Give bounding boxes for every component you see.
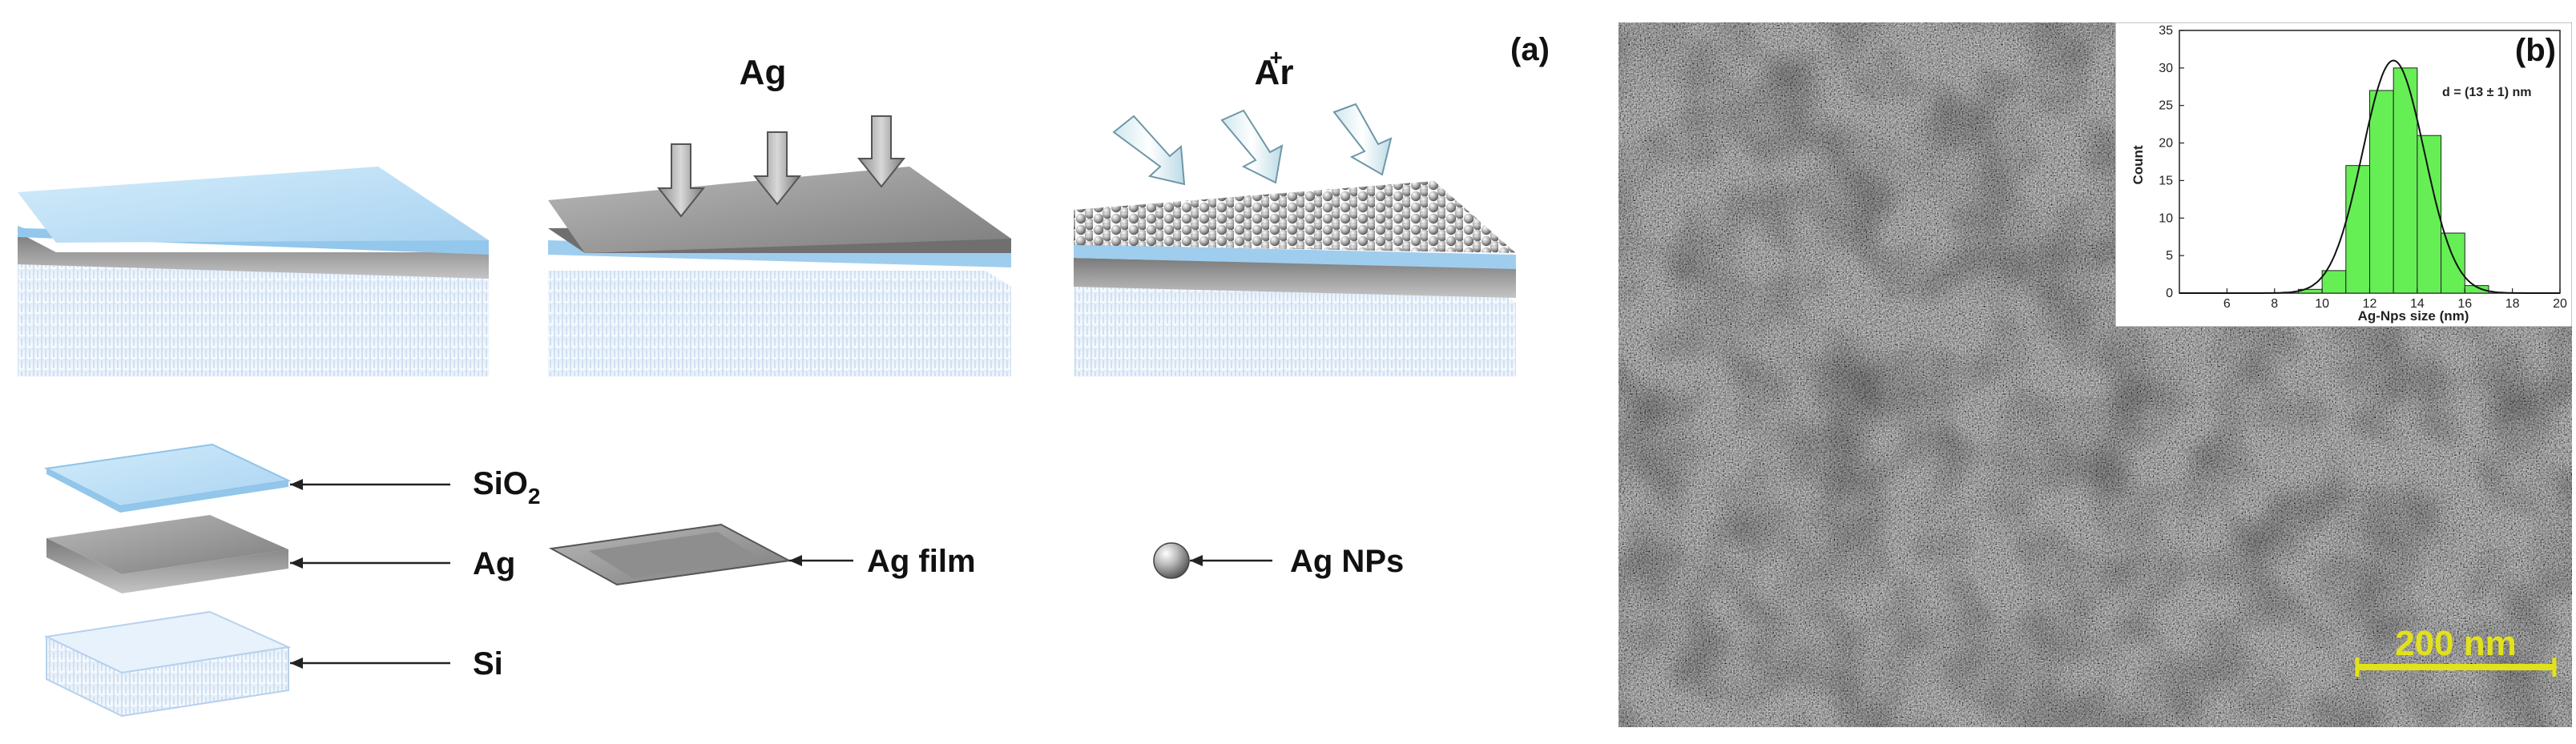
step3-title: Ar+ [1255,45,1294,92]
y-tick-label: 0 [2166,287,2173,300]
substrate-stack-3 [1074,181,1516,376]
legend-si: Si [43,610,503,718]
si-layer [1074,287,1516,376]
size-histogram-inset: 6 8 10 12 14 16 18 20 0 5 10 15 20 25 30 35 Ag-Nps size… [2114,22,2573,328]
histogram-bar [2393,67,2418,294]
histogram-bar [2417,135,2442,294]
ag-nanoparticle-layer [1074,181,1516,253]
x-tick-label: 16 [2457,297,2472,311]
sem-image: 6 8 10 12 14 16 18 20 0 5 10 15 20 25 30 35 Ag-Nps size… [1619,22,2573,727]
scale-bar: 200 nm [2355,624,2557,677]
sem-panel: 6 8 10 12 14 16 18 20 0 5 10 15 20 25 30 35 Ag-Nps size… [1619,22,2573,727]
histogram-bar [2369,90,2394,294]
y-tick-label: 25 [2159,99,2173,113]
sio2-layer-top [18,167,489,243]
sio2-swatch-side [46,469,288,513]
si-swatch-side [46,635,289,718]
legend-ag-film: Ag film [548,523,976,586]
si-layer [548,271,1011,376]
substrate-stack-2 [548,167,1011,376]
y-tick-label: 35 [2159,24,2173,38]
ag-layer-side [18,232,489,279]
legend-ag: Ag [46,515,515,593]
x-tick-label: 6 [2223,297,2231,311]
scale-bar-label: 200 nm [2395,624,2517,663]
diagonal-arrow-icon [1220,109,1284,184]
x-tick-label: 10 [2315,297,2329,311]
ag-nanoparticle-icon [1153,542,1190,579]
arrowhead-icon [290,479,303,490]
y-tick-label: 10 [2159,211,2173,225]
substrate-stack-1 [18,167,489,376]
arrowhead-icon [1190,555,1203,566]
x-tick-label: 18 [2505,297,2520,311]
arrowhead-icon [290,557,303,569]
ag-deposition-arrows [656,115,906,218]
panel-b-label: (b) [2515,33,2556,68]
schematic-panel: (a) Ag Ar+ SiO2 [18,32,1550,718]
legend-ag-nps: Ag NPs [1153,542,1404,579]
histogram-bar [2321,270,2347,294]
si-layer [18,263,489,376]
legend-ag-label: Ag [473,546,515,581]
diagonal-arrow-icon [1112,115,1186,186]
legend-sio2: SiO2 [43,443,540,513]
panel-a-label: (a) [1510,32,1550,67]
ag-film-swatch-inner [589,532,761,578]
arrowhead-icon [789,555,802,566]
histogram-y-label: Count [2131,145,2146,184]
y-tick-label: 30 [2159,62,2173,75]
step2-title: Ag [740,53,787,92]
histogram-x-label: Ag-Nps size (nm) [2358,308,2469,324]
sio2-layer-side [1074,244,1516,269]
legend-ag-nps-label: Ag NPs [1290,544,1404,579]
sio2-swatch [43,443,292,508]
x-tick-label: 8 [2271,297,2278,311]
histogram-plot: 6 8 10 12 14 16 18 20 0 5 10 15 20 25 30 35 [2159,24,2567,311]
histogram-annotation: d = (13 ± 1) nm [2442,86,2531,99]
down-arrow-icon [857,115,906,188]
diagonal-arrow-icon [1332,103,1393,176]
ar-ion-arrows [1112,103,1393,186]
legend-sio2-label: SiO2 [473,466,540,509]
histogram-bar [2345,165,2370,294]
legend-si-label: Si [473,646,503,682]
gaussian-fit-curve [2179,59,2560,294]
legend-ag-film-label: Ag film [867,544,976,579]
ag-swatch-side [46,538,288,593]
x-tick-label: 12 [2363,297,2377,311]
ag-film-top [548,167,1011,253]
down-arrow-icon [752,131,802,206]
y-tick-label: 15 [2159,174,2173,187]
histogram-bar [2441,232,2465,294]
x-tick-label: 20 [2553,297,2567,311]
ag-layer-side [1074,258,1516,298]
arrowhead-icon [290,658,303,669]
ag-swatch-top [46,515,288,574]
x-tick-label: 14 [2410,297,2425,311]
y-tick-label: 20 [2159,137,2173,151]
down-arrow-icon [656,143,706,218]
y-tick-label: 5 [2166,249,2173,263]
